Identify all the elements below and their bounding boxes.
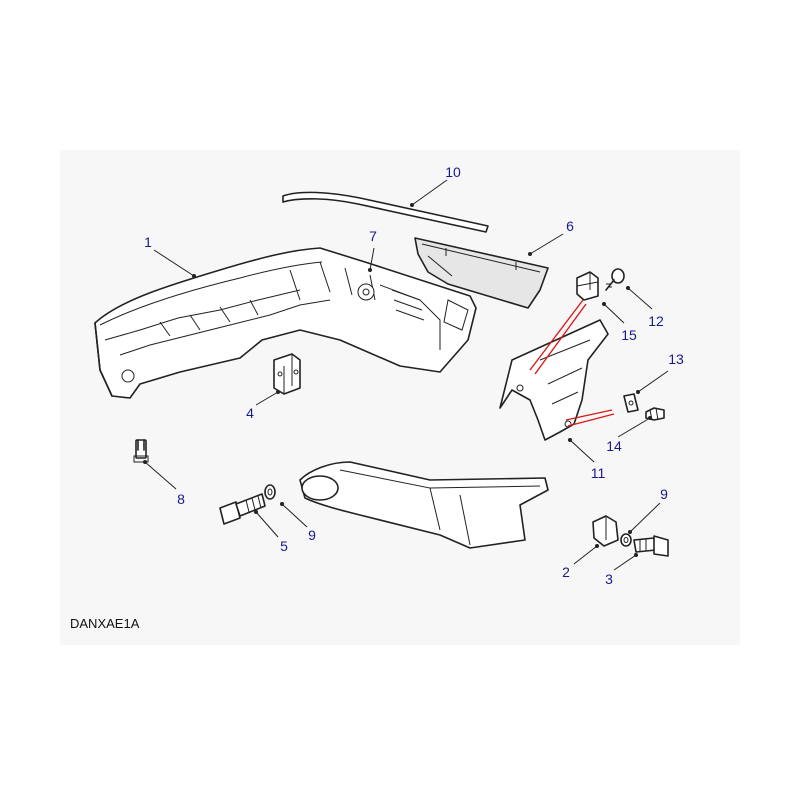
callout-6: 6 [566, 218, 574, 234]
callout-10: 10 [445, 164, 461, 180]
callout-7: 7 [369, 228, 377, 244]
chassis-frame [299, 461, 549, 549]
part-15-clip [576, 271, 599, 301]
callout-15: 15 [621, 327, 637, 343]
callout-13: 13 [668, 351, 684, 367]
callout-1: 1 [144, 234, 152, 250]
callout-9-right: 9 [660, 486, 668, 502]
leader-dots [143, 203, 652, 557]
callout-11: 11 [591, 465, 606, 481]
callout-14: 14 [606, 438, 622, 454]
part-5-bolt [219, 493, 266, 525]
drawing-code: DANXAE1A [70, 616, 140, 631]
callout-4: 4 [246, 405, 254, 421]
callout-2: 2 [562, 564, 570, 580]
part-9-washer-left [264, 484, 276, 500]
part-10-trim-strip [282, 191, 489, 233]
callout-9-left: 9 [308, 527, 316, 543]
part-8-bolt [133, 439, 149, 463]
part-2-bracket-nut [592, 515, 619, 547]
callout-5: 5 [280, 538, 288, 554]
part-13-nut-clip [623, 393, 639, 413]
callout-3: 3 [605, 571, 613, 587]
highlight-lines [529, 299, 615, 427]
leader-lines [144, 179, 669, 571]
part-9-washer-right [620, 533, 632, 547]
part-4-bracket [273, 353, 301, 395]
part-1-bumper [94, 247, 477, 399]
callout-12: 12 [648, 313, 664, 329]
part-12-screw [605, 268, 625, 291]
part-3-bolt [633, 535, 669, 557]
part-6-end-panel [414, 237, 549, 309]
callout-labels: 1 7 6 10 4 8 5 9 12 15 13 14 11 9 2 3 [144, 164, 684, 587]
callout-8: 8 [177, 491, 185, 507]
